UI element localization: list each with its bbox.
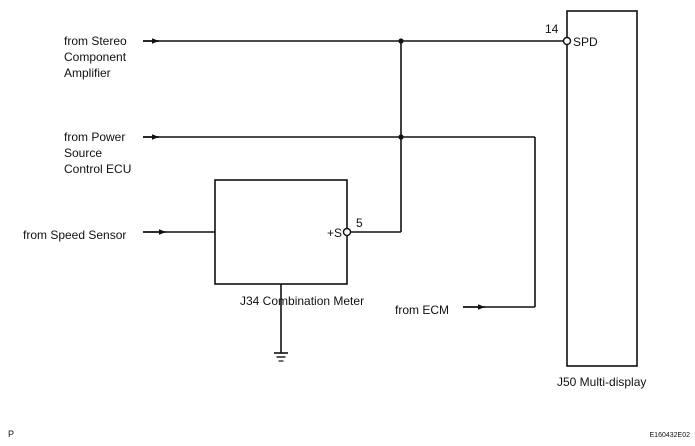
stereo-label-line-2: Component [64, 50, 127, 64]
speed-sensor-label: from Speed Sensor [23, 228, 126, 242]
display-terminal-icon [562, 36, 572, 46]
junction-dot-middle [398, 134, 404, 140]
meter-pin-number: 5 [356, 216, 363, 230]
power-label-line-3: Control ECU [64, 162, 131, 176]
ecm-label: from ECM [395, 303, 449, 317]
power-label-line-1: from Power [64, 130, 125, 144]
stereo-label-line-1: from Stereo [64, 34, 127, 48]
stereo-label-line-3: Amplifier [64, 66, 111, 80]
page-mark: P [8, 429, 14, 439]
meter-terminal-label: +S [327, 226, 342, 240]
meter-terminal-icon [342, 227, 352, 237]
display-terminal-label: SPD [573, 35, 598, 49]
combination-meter-box [214, 179, 348, 285]
junction-dot-top [398, 38, 404, 44]
multi-display-name: J50 Multi-display [557, 375, 646, 389]
power-source-ecu-label: from Power Source Control ECU [64, 130, 131, 176]
combination-meter-name: J34 Combination Meter [240, 294, 364, 308]
power-label-line-2: Source [64, 146, 102, 160]
ground-icon [274, 352, 288, 362]
multi-display-box [566, 10, 638, 367]
figure-code: E160432E02 [650, 432, 691, 439]
display-pin-number: 14 [545, 22, 559, 36]
stereo-amplifier-label: from Stereo Component Amplifier [64, 34, 127, 80]
